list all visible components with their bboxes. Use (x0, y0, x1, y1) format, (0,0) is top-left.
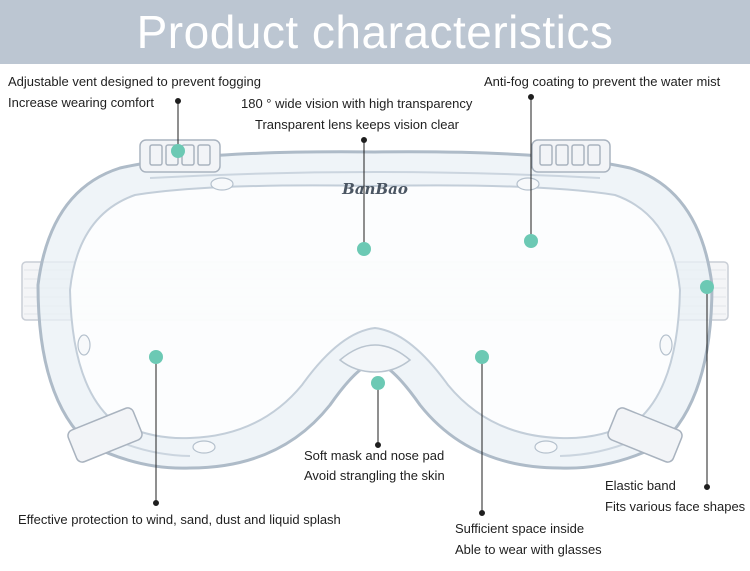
callout-antifog-line1: Anti-fog coating to prevent the water mi… (484, 74, 721, 89)
adjustable-vent-right (531, 139, 611, 173)
callout-vent-line2: Increase wearing comfort (8, 95, 154, 110)
marker-space (475, 350, 489, 364)
brand-logo: BanBao (341, 180, 408, 198)
nose-pad (338, 344, 412, 373)
callout-vision-line2: Transparent lens keeps vision clear (255, 117, 460, 132)
goggle-lens (68, 184, 682, 440)
callout-vision-line1: 180 ° wide vision with high transparency (241, 96, 473, 111)
side-vent-left (67, 407, 143, 463)
adjustable-vent-left (139, 139, 221, 173)
callout-vent-line1: Adjustable vent designed to prevent fogg… (8, 74, 261, 89)
callout-mask-line1: Soft mask and nose pad (304, 448, 445, 463)
callout-band-line1: Elastic band (605, 478, 676, 493)
marker-vision (357, 242, 371, 256)
marker-vent (171, 144, 185, 158)
marker-protection (149, 350, 163, 364)
callout-space-line2: Able to wear with glasses (455, 542, 602, 557)
marker-mask (371, 376, 385, 390)
callout-band-line2: Fits various face shapes (605, 499, 746, 514)
marker-antifog (524, 234, 538, 248)
marker-band (700, 280, 714, 294)
side-vent-right (607, 407, 683, 463)
callout-space-line1: Sufficient space inside (455, 521, 585, 536)
callout-mask-line2: Avoid strangling the skin (304, 468, 445, 483)
page-title: Product characteristics (136, 6, 614, 58)
title-banner: Product characteristics (0, 0, 750, 64)
callout-protection-line1: Effective protection to wind, sand, dust… (18, 512, 341, 527)
